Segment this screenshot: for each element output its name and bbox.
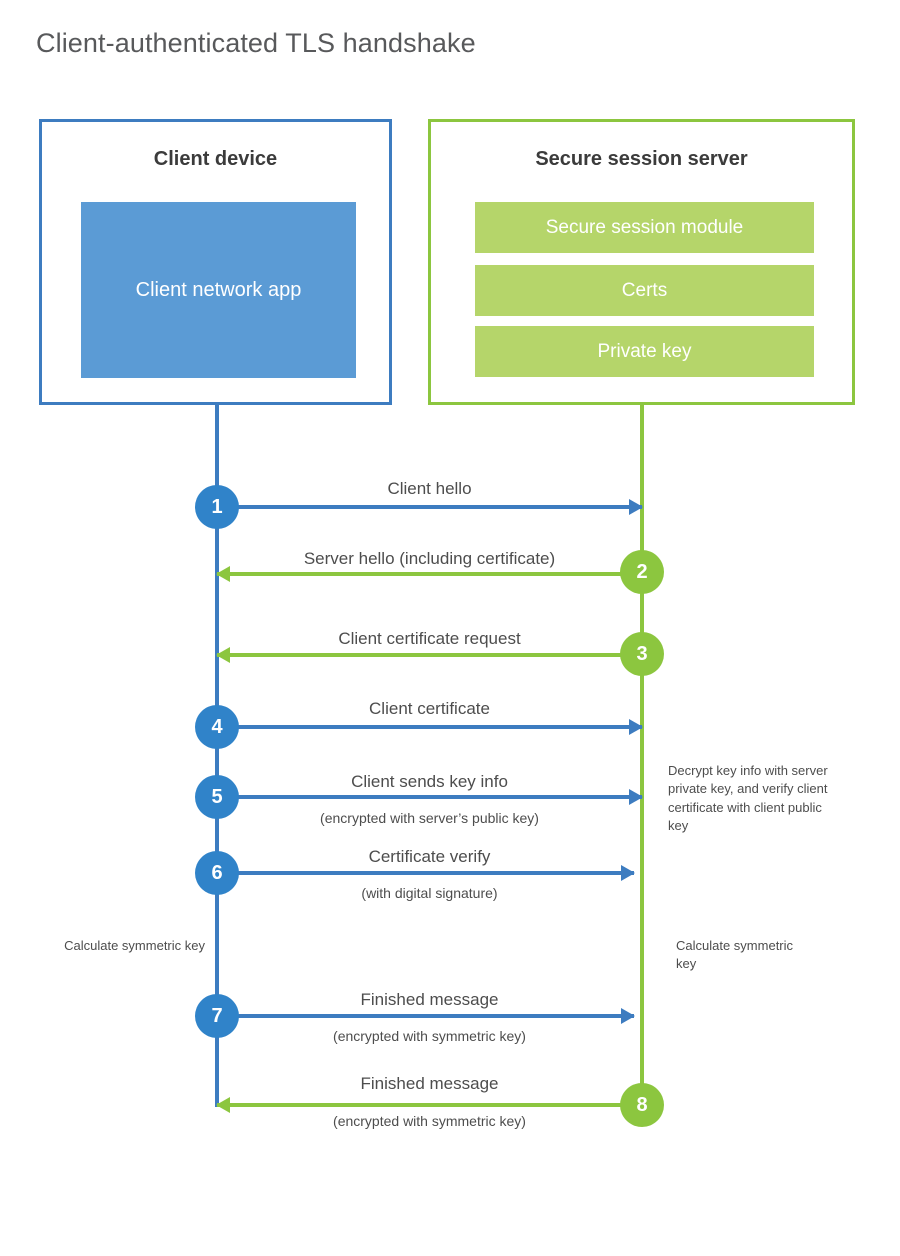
message-sublabel-8: (encrypted with symmetric key) xyxy=(333,1113,526,1129)
arrowhead-right-icon xyxy=(629,719,643,735)
message-arrow-3 xyxy=(216,647,642,663)
message-label-7: Finished message xyxy=(360,990,499,1009)
message-label-6: Certificate verify xyxy=(368,847,491,866)
message-label-2: Server hello (including certificate) xyxy=(303,549,556,568)
server-module-private-key: Private key xyxy=(475,326,814,377)
secure-session-server-box: Secure session server Secure session mod… xyxy=(428,119,855,405)
message-label-1: Client hello xyxy=(387,479,472,498)
step-circle-1[interactable]: 1 xyxy=(195,485,239,529)
step-circle-4[interactable]: 4 xyxy=(195,705,239,749)
message-arrow-8 xyxy=(216,1097,642,1113)
note-server-decrypt: Decrypt key info with server private key… xyxy=(668,763,828,834)
server-module-secure-session-module: Secure session module xyxy=(475,202,814,253)
client-network-app-block: Client network app xyxy=(81,202,356,378)
message-sublabel-6: (with digital signature) xyxy=(361,885,498,901)
step-circle-8[interactable]: 8 xyxy=(620,1083,664,1127)
message-arrow-5 xyxy=(217,789,643,805)
message-label-4: Client certificate xyxy=(369,699,490,718)
server-module-certs: Certs xyxy=(475,265,814,316)
secure-session-server-title: Secure session server xyxy=(535,148,748,170)
client-device-box: Client device Client network app xyxy=(39,119,392,405)
step-circle-6[interactable]: 6 xyxy=(195,851,239,895)
message-label-8: Finished message xyxy=(360,1074,499,1093)
arrowhead-right-icon xyxy=(621,865,635,881)
message-arrow-6 xyxy=(217,865,635,881)
client-device-title: Client device xyxy=(153,148,278,170)
server-lifeline xyxy=(640,405,644,1107)
arrowhead-right-icon xyxy=(629,499,643,515)
message-sublabel-7: (encrypted with symmetric key) xyxy=(333,1028,526,1044)
client-lifeline xyxy=(215,405,219,1107)
message-label-3: Client certificate request xyxy=(338,629,521,648)
message-sublabel-5: (encrypted with server’s public key) xyxy=(320,810,539,826)
step-circle-7[interactable]: 7 xyxy=(195,994,239,1038)
note-server-calculate-symmetric-key: Calculate symmetric key xyxy=(676,938,794,972)
step-circle-2[interactable]: 2 xyxy=(620,550,664,594)
message-arrow-7 xyxy=(217,1008,635,1024)
arrowhead-left-icon xyxy=(216,1097,230,1113)
arrowhead-left-icon xyxy=(216,647,230,663)
step-circle-3[interactable]: 3 xyxy=(620,632,664,676)
arrowhead-right-icon xyxy=(621,1008,635,1024)
page-title: Client-authenticated TLS handshake xyxy=(36,28,476,58)
message-label-5: Client sends key info xyxy=(351,772,508,791)
message-arrow-4 xyxy=(217,719,643,735)
arrowhead-left-icon xyxy=(216,566,230,582)
arrowhead-right-icon xyxy=(629,789,643,805)
message-arrow-1 xyxy=(217,499,643,515)
message-arrow-2 xyxy=(216,566,642,582)
step-circle-5[interactable]: 5 xyxy=(195,775,239,819)
note-client-calculate-symmetric-key: Calculate symmetric key xyxy=(64,938,205,953)
